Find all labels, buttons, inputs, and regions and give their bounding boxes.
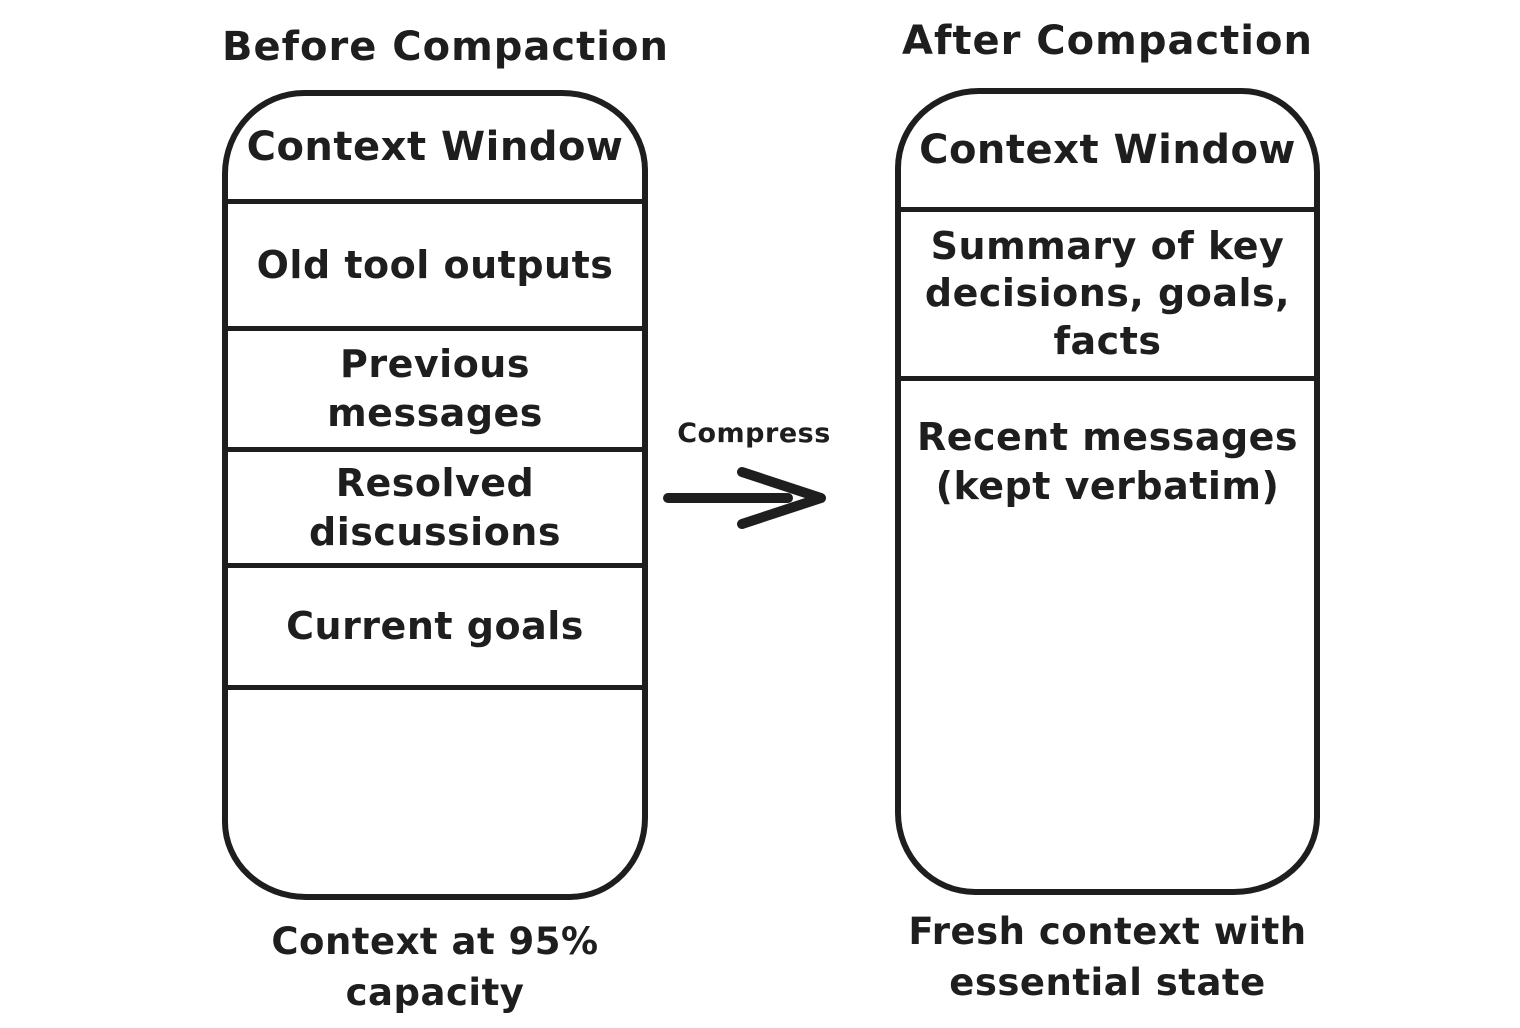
- section-empty-space: [228, 690, 642, 894]
- section-summary-of-key-decisions: Summary of key decisions, goals, facts: [901, 212, 1314, 381]
- section-previous-messages: Previous messages: [228, 331, 642, 452]
- before-context-window-box: Context Window Old tool outputs Previous…: [222, 90, 648, 900]
- before-box-header: Context Window: [228, 96, 642, 204]
- after-box-header: Context Window: [901, 94, 1314, 212]
- compress-label: Compress: [677, 418, 831, 449]
- after-compaction-title: After Compaction: [902, 18, 1313, 64]
- after-context-window-box: Context Window Summary of key decisions,…: [895, 88, 1320, 895]
- before-compaction-title: Before Compaction: [222, 24, 669, 70]
- after-caption: Fresh context with essential state: [908, 910, 1307, 1005]
- section-old-tool-outputs: Old tool outputs: [228, 204, 642, 331]
- section-recent-messages: Recent messages (kept verbatim): [916, 415, 1299, 508]
- compress-arrow-icon: [663, 467, 826, 529]
- section-current-goals: Current goals: [228, 568, 642, 690]
- section-resolved-discussions: Resolved discussions: [228, 452, 642, 568]
- before-caption: Context at 95% capacity: [271, 920, 599, 1015]
